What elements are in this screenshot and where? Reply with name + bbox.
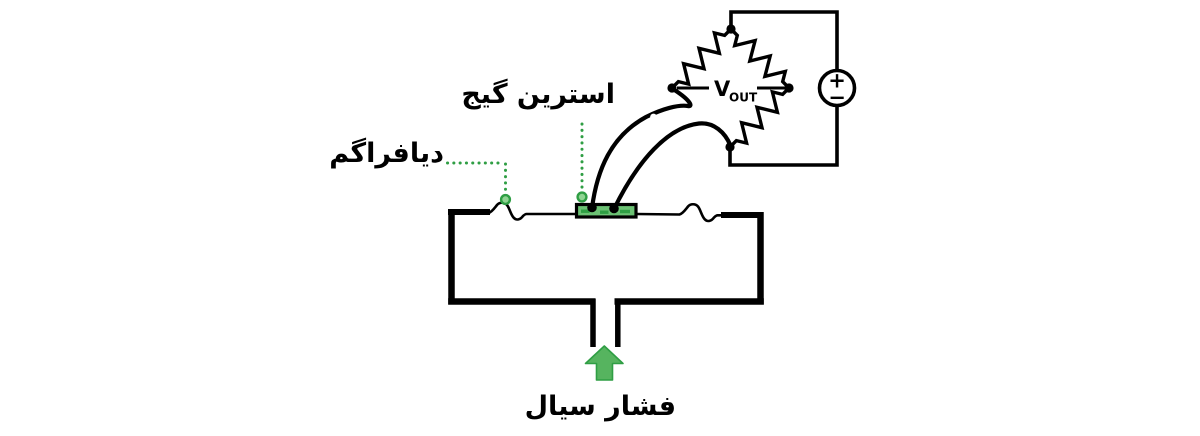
resistor-bottom-right <box>728 86 791 149</box>
vout-subscript: OUT <box>729 91 758 105</box>
minus-symbol: − <box>828 86 846 110</box>
diaphragm-leader-dot-icon <box>499 193 512 206</box>
diaphragm-label: دیافراگم <box>329 138 444 169</box>
strain-gauge-label: استرین گیج <box>461 79 615 110</box>
gauge-terminal-left <box>587 202 597 213</box>
gauge-lead-wires <box>589 87 733 212</box>
diaphragm-left-section <box>488 201 576 221</box>
strain-gauge-leader-dot-icon <box>576 191 588 203</box>
bridge-top-node <box>726 24 736 34</box>
arrow-up-icon <box>584 345 624 381</box>
gauge-grid-dash <box>600 210 609 214</box>
sensor-body <box>448 201 764 347</box>
resistor-top-right <box>729 27 791 90</box>
plus-symbol: + <box>828 69 846 93</box>
wire-to-bottom-node <box>611 121 733 212</box>
gauge-grid-dash <box>620 209 630 214</box>
callout-leaders <box>446 122 588 206</box>
bridge-top-wire <box>729 10 839 71</box>
wheatstone-bridge: + − V OUT <box>667 10 857 167</box>
wire-crossover-gap <box>650 113 657 121</box>
gauge-grid-dash <box>581 209 590 213</box>
diaphragm-right-section <box>635 202 723 223</box>
bridge-bottom-wire <box>728 105 839 167</box>
bridge-right-node <box>784 83 794 93</box>
strain-gauge <box>574 202 638 219</box>
voltage-source-circle <box>817 68 857 108</box>
resistor-top-left <box>670 27 733 90</box>
wire-to-left-node <box>589 87 693 211</box>
gauge-terminal-right <box>609 203 619 214</box>
vout-label: V <box>714 77 731 101</box>
fluid-pressure-label: فشار سیال <box>524 391 676 422</box>
